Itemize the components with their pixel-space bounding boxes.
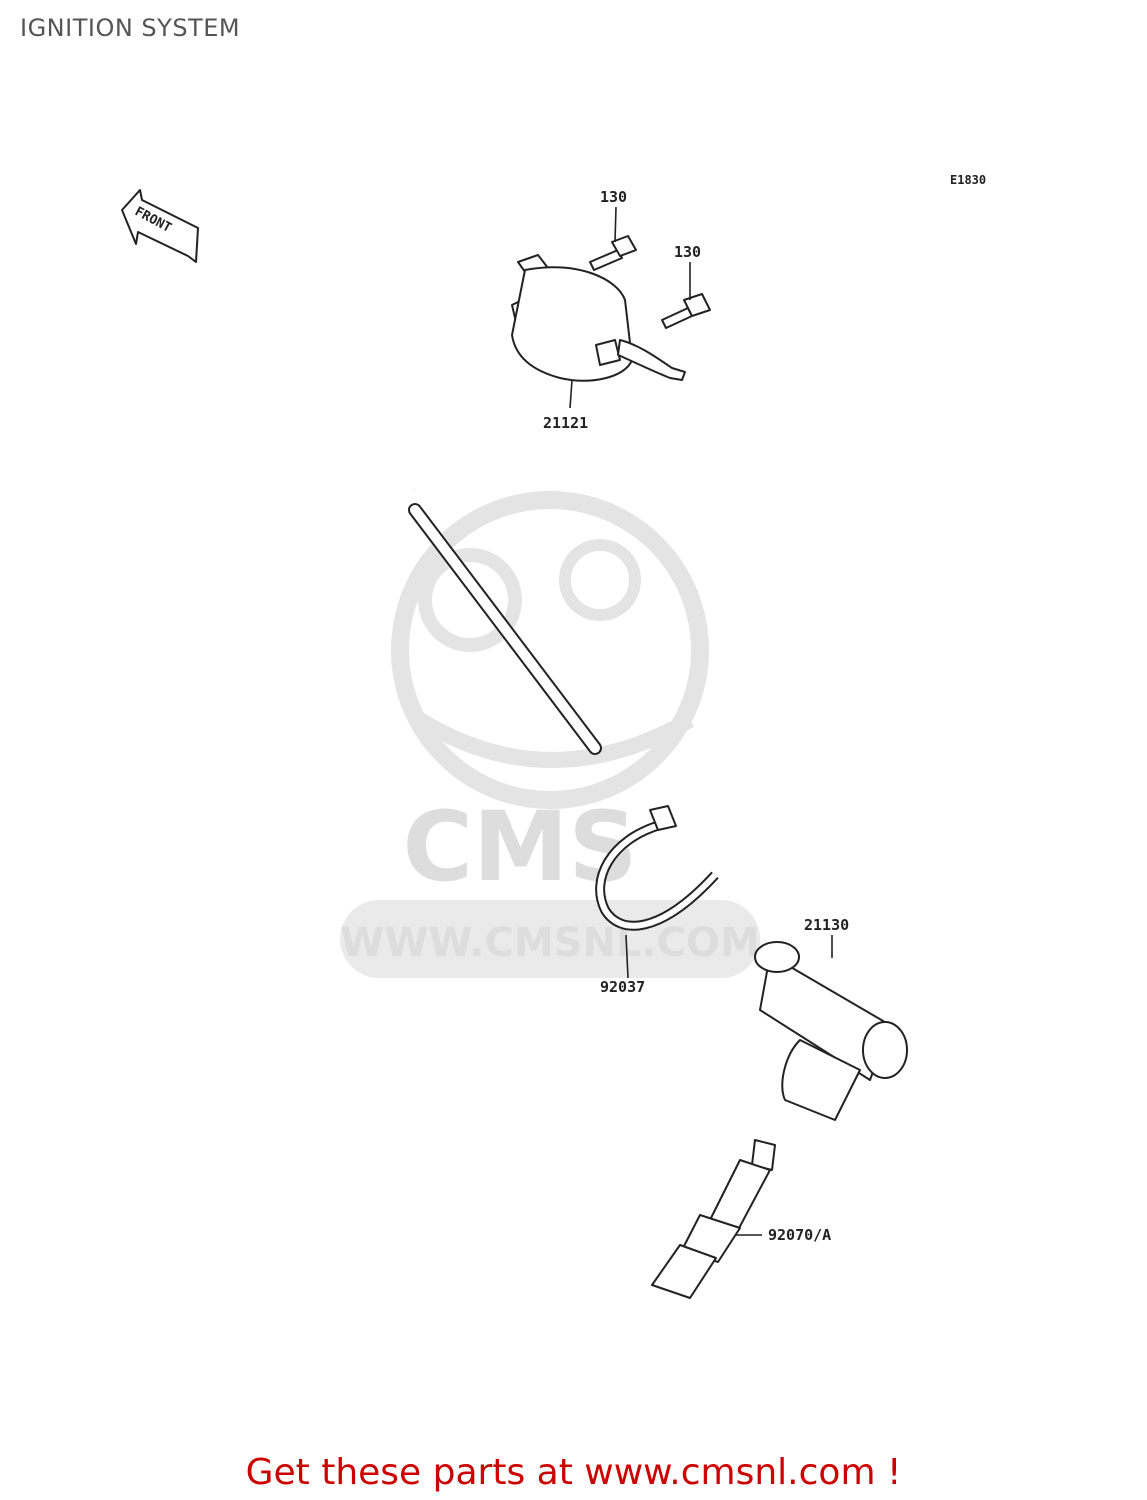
promo-link[interactable]: Get these parts at www.cmsnl.com ! — [245, 1452, 902, 1493]
callout-spark-plug-cap[interactable]: 21130 — [804, 916, 849, 934]
callout-spark-plug[interactable]: 92070/A — [768, 1226, 831, 1244]
callout-ignition-coil[interactable]: 21121 — [543, 414, 588, 432]
leader-lines — [569, 206, 833, 1236]
spark-plug-cap-icon — [754, 941, 908, 1121]
callout-band[interactable]: 92037 — [600, 978, 645, 996]
watermark-logo: CMS WWW.CMSNL.COM — [340, 491, 760, 978]
callout-bolt-upper[interactable]: 130 — [600, 188, 627, 206]
diagram-code: E1830 — [950, 173, 986, 187]
front-arrow-icon: FRONT — [121, 189, 199, 263]
watermark-url: WWW.CMSNL.COM — [340, 920, 760, 966]
page-title: IGNITION SYSTEM — [20, 14, 241, 42]
ignition-coil — [511, 254, 686, 382]
bolt-lower-icon — [661, 293, 711, 329]
band-icon — [595, 805, 719, 931]
bolt-upper-icon — [589, 235, 637, 271]
callout-bolt-lower[interactable]: 130 — [674, 243, 701, 261]
high-tension-lead — [334, 199, 602, 755]
spark-plug-icon — [651, 1139, 776, 1299]
